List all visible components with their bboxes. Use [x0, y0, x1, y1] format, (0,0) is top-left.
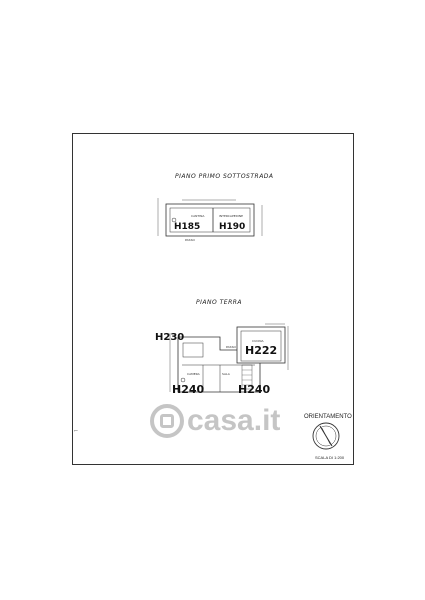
height-label: H230: [155, 332, 185, 343]
room-label: SALA: [222, 372, 230, 376]
ground-level-title: PIANO TERRA: [196, 299, 243, 306]
ground-upper-room: [236, 326, 286, 364]
height-label: H222: [245, 344, 278, 357]
height-label: H190: [219, 222, 246, 232]
sheet-border: [72, 133, 354, 465]
room-label: INTERCAPEDINE: [219, 214, 243, 218]
watermark: casa.it: [150, 404, 280, 438]
height-label: H185: [174, 222, 201, 232]
room-label: CAMERA: [187, 372, 200, 376]
basement-outline: [165, 203, 255, 237]
scale-label: SCALA DI 1:200: [315, 455, 345, 460]
room-label: CANTINA: [191, 214, 205, 218]
room-label: CUCINA: [252, 339, 264, 343]
casa-logo-icon: [150, 404, 184, 438]
compass-icon: [312, 422, 340, 450]
basement-level-title: PIANO PRIMO SOTTOSTRADA: [175, 173, 274, 180]
room-label: PASSO: [226, 345, 236, 349]
orientation-label: ORIENTAMENTO: [304, 414, 352, 420]
margin-mark: ⌐: [74, 428, 79, 434]
room-label: PASSO: [185, 238, 195, 242]
height-label: H240: [238, 383, 271, 396]
height-label: H240: [172, 383, 205, 396]
watermark-text: casa.it: [187, 404, 281, 437]
